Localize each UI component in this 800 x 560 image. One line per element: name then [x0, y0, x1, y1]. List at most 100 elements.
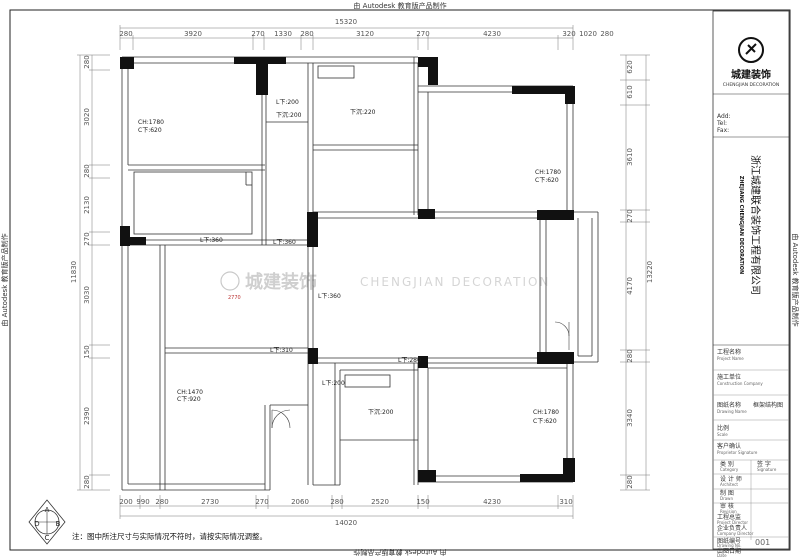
- tb-sign-en: Signature: [757, 467, 777, 472]
- center-logo-icon: [220, 271, 240, 291]
- watermark-top: 由 Autodesk 教育版产品制作: [353, 1, 446, 10]
- dim-left-1: 280: [83, 55, 91, 68]
- company-name-cn: 浙江城建联合装饰工程有限公司: [749, 155, 762, 295]
- drawing-note: 注：图中所注尺寸与实际情况不符时，请按实际情况调整。: [72, 531, 267, 541]
- dim-top-9: 320: [562, 30, 575, 38]
- dim-bottom-4: 2730: [201, 498, 219, 506]
- dim-bottom-10: 4230: [483, 498, 501, 506]
- watermark-bottom: 由 Autodesk 教育版产品制作: [353, 548, 446, 557]
- room-label-13: L下:280: [398, 357, 421, 364]
- dim-top-8: 4230: [483, 30, 501, 38]
- center-mark-cn: 城建装饰: [245, 271, 317, 293]
- dim-right-5: 4170: [626, 277, 634, 295]
- dim-bottom-2: 990: [136, 498, 149, 506]
- room-label-16: L下:200: [322, 380, 345, 387]
- tb-project-en: Project Name: [717, 356, 744, 361]
- dim-bottom-5: 270: [255, 498, 268, 506]
- watermark-left: 由 Autodesk 教育版产品制作: [0, 233, 9, 326]
- tb-scale-cn: 比例: [717, 424, 729, 432]
- room-label-8: L下:360: [200, 237, 223, 244]
- room-label-1: L下:200: [276, 99, 299, 106]
- tb-number-en: Drawing No.: [717, 543, 742, 548]
- tb-draw-en: Drawn: [720, 496, 733, 501]
- tb-revision-cn: 审 核: [720, 502, 734, 510]
- dim-right-3: 3610: [626, 148, 634, 166]
- contact-tel: Tel:: [716, 120, 727, 127]
- dim-right-7: 3340: [626, 409, 634, 427]
- contact-fax: Fax:: [717, 127, 729, 134]
- dim-left-3: 280: [83, 164, 91, 177]
- dim-right-2: 610: [626, 85, 634, 98]
- tb-project-cn: 工程名称: [717, 348, 741, 356]
- dim-top-7: 270: [416, 30, 429, 38]
- room-label-17: 下沉:200: [368, 408, 394, 416]
- tb-architect-en: Architect: [720, 482, 738, 487]
- room-label-10: 2770: [228, 295, 241, 301]
- tb-scale-en: Scale: [717, 432, 728, 437]
- dim-left-9: 280: [83, 475, 91, 488]
- center-mark-en: CHENGJIAN DECORATION: [360, 275, 550, 289]
- brand-logo-icon: [738, 37, 764, 63]
- room-label-14: CH:1470: [177, 389, 203, 396]
- dim-right-8: 280: [626, 475, 634, 488]
- tb-number-cn: 图纸编号: [717, 537, 741, 545]
- tb-date-cn: 出图日期: [717, 547, 741, 555]
- dim-bottom-6: 2060: [291, 498, 309, 506]
- dim-top-total: 15320: [335, 18, 357, 26]
- tb-company-cn: 企业负责人: [717, 524, 747, 532]
- dim-right-6: 280: [626, 349, 634, 362]
- tb-revision-en: Revision: [720, 509, 737, 514]
- dim-top-1: 280: [119, 30, 132, 38]
- dim-top-6: 3120: [356, 30, 374, 38]
- center-watermark: 城建装饰 CHENGJIAN DECORATION: [220, 271, 550, 293]
- tb-director-cn: 工程总监: [717, 513, 741, 521]
- compass-label-c: C: [45, 534, 50, 542]
- dim-right-total: 13220: [646, 261, 654, 283]
- dim-left-2: 3020: [83, 108, 91, 126]
- dim-bottom-8: 2520: [371, 498, 389, 506]
- sheet-border: [9, 9, 791, 551]
- room-label-7: C下:620: [535, 177, 559, 184]
- dim-left-7: 150: [83, 345, 91, 358]
- tb-company-en: Company Director: [717, 531, 754, 536]
- structural-columns: [120, 57, 575, 482]
- dim-left-5: 270: [83, 232, 91, 245]
- compass-label-a: A: [45, 506, 50, 514]
- dim-bottom-1: 200: [119, 498, 132, 506]
- watermark-right: 由 Autodesk 教育版产品制作: [791, 233, 800, 326]
- dim-left-total: 11830: [70, 261, 78, 283]
- title-block: 城建装饰 CHENGJIAN DECORATION Add: Tel: Fax:…: [712, 10, 790, 558]
- tb-number-value: 001: [755, 538, 770, 547]
- dim-top-10: 1020: [579, 30, 597, 38]
- tb-construction-cn: 施工单位: [717, 373, 741, 381]
- dim-bottom-11: 310: [559, 498, 572, 506]
- room-label-5: C下:620: [138, 127, 162, 134]
- room-label-15: C下:920: [177, 396, 201, 403]
- room-label-2: 下沉:200: [276, 111, 302, 119]
- contact-add: Add:: [717, 113, 731, 120]
- tb-drawing-value: 框架结构图: [753, 401, 783, 409]
- tb-construction-en: Construction Company: [717, 381, 763, 386]
- room-label-11: L下:360: [318, 293, 341, 300]
- tb-drawing-en: Drawing Name: [717, 409, 747, 414]
- dim-top-5: 280: [300, 30, 313, 38]
- dim-right-4: 270: [626, 209, 634, 222]
- tb-architect-cn: 设 计 师: [720, 475, 742, 483]
- tb-director-en: Project Director: [717, 520, 748, 525]
- room-label-12: L下:310: [270, 347, 293, 354]
- dim-left-4: 2130: [83, 196, 91, 214]
- tb-category-en: Category: [720, 467, 739, 472]
- compass-label-d: D: [34, 520, 39, 528]
- compass-marker: A B C D: [28, 499, 66, 545]
- walls: [121, 56, 599, 491]
- brand-name-cn: 城建装饰: [731, 68, 771, 81]
- dimension-lines: [77, 25, 650, 519]
- tb-owner-en: Proprietor Signature: [717, 450, 758, 455]
- company-name-en: ZHEJIANG CHENGJIAN DECORATION: [738, 176, 744, 274]
- room-label-19: C下:620: [533, 418, 557, 425]
- dim-top-4: 1330: [274, 30, 292, 38]
- room-label-4: CH:1780: [138, 119, 164, 126]
- dim-top-11: 280: [600, 30, 613, 38]
- dim-top-3: 270: [251, 30, 264, 38]
